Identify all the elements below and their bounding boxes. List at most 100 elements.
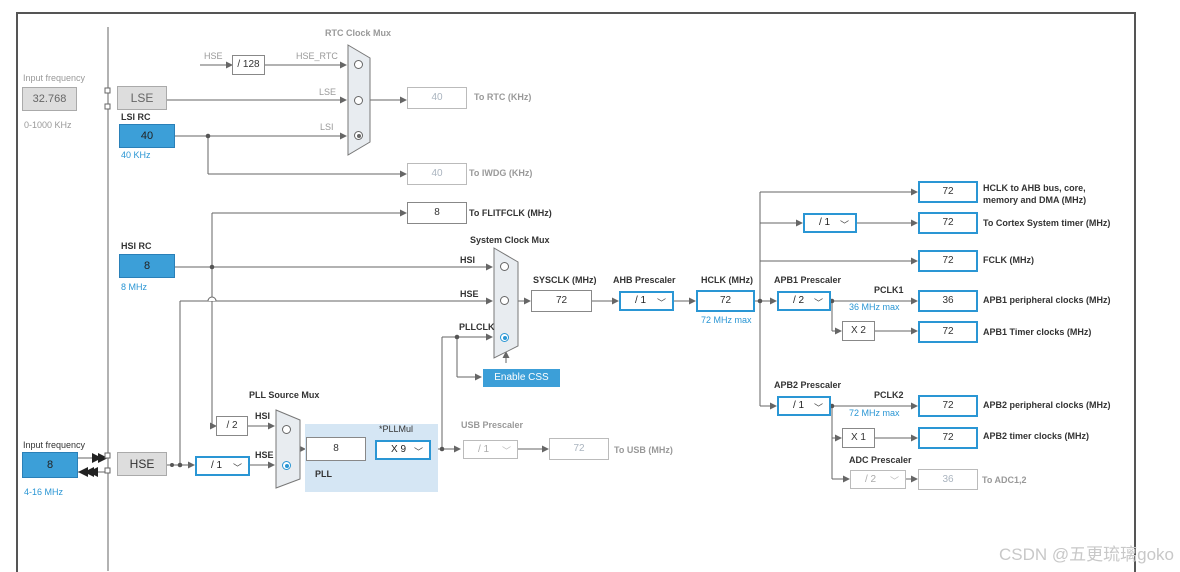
pllmul-label: *PLLMul bbox=[379, 424, 414, 434]
hse-input-label: Input frequency bbox=[23, 440, 86, 450]
chevron-down-icon: ﹀ bbox=[839, 220, 849, 230]
lse-input-field[interactable]: 32.768 bbox=[22, 87, 77, 111]
pll-src-radio-hse[interactable] bbox=[282, 461, 291, 470]
chevron-down-icon: ﹀ bbox=[813, 298, 823, 308]
sysmux-radio-hse[interactable] bbox=[500, 296, 509, 305]
adc-prescaler-label: ADC Prescaler bbox=[849, 455, 912, 465]
apb1-prescaler-select[interactable]: / 2 ﹀ bbox=[777, 291, 831, 311]
adc-prescaler-select[interactable]: / 2 ﹀ bbox=[850, 470, 906, 489]
hsi-freq: 8 MHz bbox=[121, 282, 148, 292]
flitf-output: 8 bbox=[407, 202, 467, 224]
lsi-value: 40 bbox=[119, 124, 175, 148]
pll-name: PLL bbox=[315, 469, 332, 479]
sysmux-hse-label: HSE bbox=[460, 289, 479, 299]
lsi-title: LSI RC bbox=[121, 112, 151, 122]
iwdg-to-label: To IWDG (KHz) bbox=[469, 168, 533, 178]
hse-range: 4-16 MHz bbox=[24, 487, 64, 497]
lsi-freq: 40 KHz bbox=[121, 150, 151, 160]
hclk-ahb-output: 72 bbox=[918, 181, 978, 203]
chevron-down-icon: ﹀ bbox=[889, 476, 899, 486]
pll-input-value: 8 bbox=[306, 437, 366, 461]
pll-src-mux-shape bbox=[275, 409, 301, 489]
apb2-periph-output: 72 bbox=[918, 395, 978, 417]
apb1-timer-mult: X 2 bbox=[842, 321, 875, 341]
hse-prediv-select[interactable]: / 1 ﹀ bbox=[195, 456, 250, 476]
lse-block: LSE bbox=[117, 86, 167, 110]
rtc-output: 40 bbox=[407, 87, 467, 109]
sysmux-radio-pll[interactable] bbox=[500, 333, 509, 342]
usb-output: 72 bbox=[549, 438, 609, 460]
usb-prescaler-value: / 1 bbox=[478, 444, 490, 455]
pllmul-select[interactable]: X 9 ﹀ bbox=[375, 440, 431, 460]
hse-rtc-label: HSE_RTC bbox=[296, 51, 338, 61]
adc-prescaler-value: / 2 bbox=[865, 474, 877, 485]
lse-input-label: Input frequency bbox=[23, 73, 86, 83]
chevron-down-icon: ﹀ bbox=[232, 463, 242, 473]
hse-prediv-value: / 1 bbox=[211, 460, 223, 471]
pclk2-label: PCLK2 bbox=[874, 390, 904, 400]
apb2-periph-label: APB2 peripheral clocks (MHz) bbox=[983, 400, 1111, 410]
chevron-down-icon: ﹀ bbox=[501, 446, 511, 456]
hse-div128: / 128 bbox=[232, 55, 265, 75]
cortex-output: 72 bbox=[918, 212, 978, 234]
apb1-periph-label: APB1 peripheral clocks (MHz) bbox=[983, 295, 1111, 305]
cortex-prescaler-value: / 1 bbox=[819, 217, 831, 228]
hsi-div2: / 2 bbox=[216, 416, 248, 436]
adc-output: 36 bbox=[918, 469, 978, 490]
pll-src-radio-hsi[interactable] bbox=[282, 425, 291, 434]
fclk-label: FCLK (MHz) bbox=[983, 255, 1034, 265]
ahb-prescaler-select[interactable]: / 1﹀ bbox=[619, 291, 674, 311]
flitf-to-label: To FLITFCLK (MHz) bbox=[469, 208, 552, 218]
enable-css-button[interactable]: Enable CSS bbox=[483, 369, 560, 387]
adc-to-label: To ADC1,2 bbox=[982, 475, 1027, 485]
sysmux-title: System Clock Mux bbox=[470, 235, 550, 245]
rtc-mux-title: RTC Clock Mux bbox=[325, 28, 392, 38]
rtc-radio-lsi[interactable] bbox=[354, 131, 363, 140]
apb1-prescaler-label: APB1 Prescaler bbox=[774, 275, 842, 285]
lse-range: 0-1000 KHz bbox=[24, 120, 72, 130]
apb2-max: 72 MHz max bbox=[849, 408, 900, 418]
hclk-input[interactable]: 72 bbox=[696, 290, 755, 312]
apb2-timer-mult: X 1 bbox=[842, 428, 875, 448]
apb1-timer-label: APB1 Timer clocks (MHz) bbox=[983, 327, 1092, 337]
cortex-label: To Cortex System timer (MHz) bbox=[983, 218, 1111, 228]
rtc-to-label: To RTC (KHz) bbox=[474, 92, 532, 102]
clock-tree-panel bbox=[16, 12, 1136, 572]
watermark: CSDN @五更琉璃goko bbox=[998, 545, 1174, 564]
usb-prescaler-label: USB Prescaler bbox=[461, 420, 524, 430]
usb-prescaler-select[interactable]: / 1 ﹀ bbox=[463, 440, 518, 459]
chevron-down-icon: ﹀ bbox=[413, 447, 423, 457]
hsi-title: HSI RC bbox=[121, 241, 152, 251]
apb1-periph-output: 36 bbox=[918, 290, 978, 312]
hse-input-field[interactable]: 8 bbox=[22, 452, 78, 478]
hclk-ahb-label2: memory and DMA (MHz) bbox=[983, 195, 1087, 205]
rtc-hse-label: HSE bbox=[204, 51, 223, 61]
apb2-timer-label: APB2 timer clocks (MHz) bbox=[983, 431, 1090, 441]
apb1-prescaler-value: / 2 bbox=[793, 295, 805, 306]
cortex-prescaler-select[interactable]: / 1 ﹀ bbox=[803, 213, 857, 233]
rtc-radio-hse[interactable] bbox=[354, 60, 363, 69]
apb2-timer-output: 72 bbox=[918, 427, 978, 449]
pll-src-hsi-label: HSI bbox=[255, 411, 271, 421]
hse-block: HSE bbox=[117, 452, 167, 476]
apb1-timer-output: 72 bbox=[918, 321, 978, 343]
apb2-prescaler-select[interactable]: / 1 ﹀ bbox=[777, 396, 831, 416]
pclk1-label: PCLK1 bbox=[874, 285, 904, 295]
sysmux-pllclk-label: PLLCLK bbox=[459, 322, 495, 332]
chevron-down-icon: ﹀ bbox=[813, 403, 823, 413]
pllmul-value: X 9 bbox=[391, 444, 407, 455]
hsi-value: 8 bbox=[119, 254, 175, 278]
hclk-ahb-label: HCLK to AHB bus, core, bbox=[983, 183, 1086, 193]
rtc-lse-label: LSE bbox=[319, 87, 337, 97]
hclk-label: HCLK (MHz) bbox=[701, 275, 753, 285]
apb2-prescaler-label: APB2 Prescaler bbox=[774, 380, 842, 390]
sysclk-label: SYSCLK (MHz) bbox=[533, 275, 597, 285]
hclk-max: 72 MHz max bbox=[701, 315, 752, 325]
sysclk-value: 72 bbox=[531, 290, 592, 312]
apb2-prescaler-value: / 1 bbox=[793, 400, 805, 411]
usb-to-label: To USB (MHz) bbox=[614, 445, 673, 455]
pll-src-hse-label: HSE bbox=[255, 450, 274, 460]
rtc-radio-lse[interactable] bbox=[354, 96, 363, 105]
sysmux-radio-hsi[interactable] bbox=[500, 262, 509, 271]
